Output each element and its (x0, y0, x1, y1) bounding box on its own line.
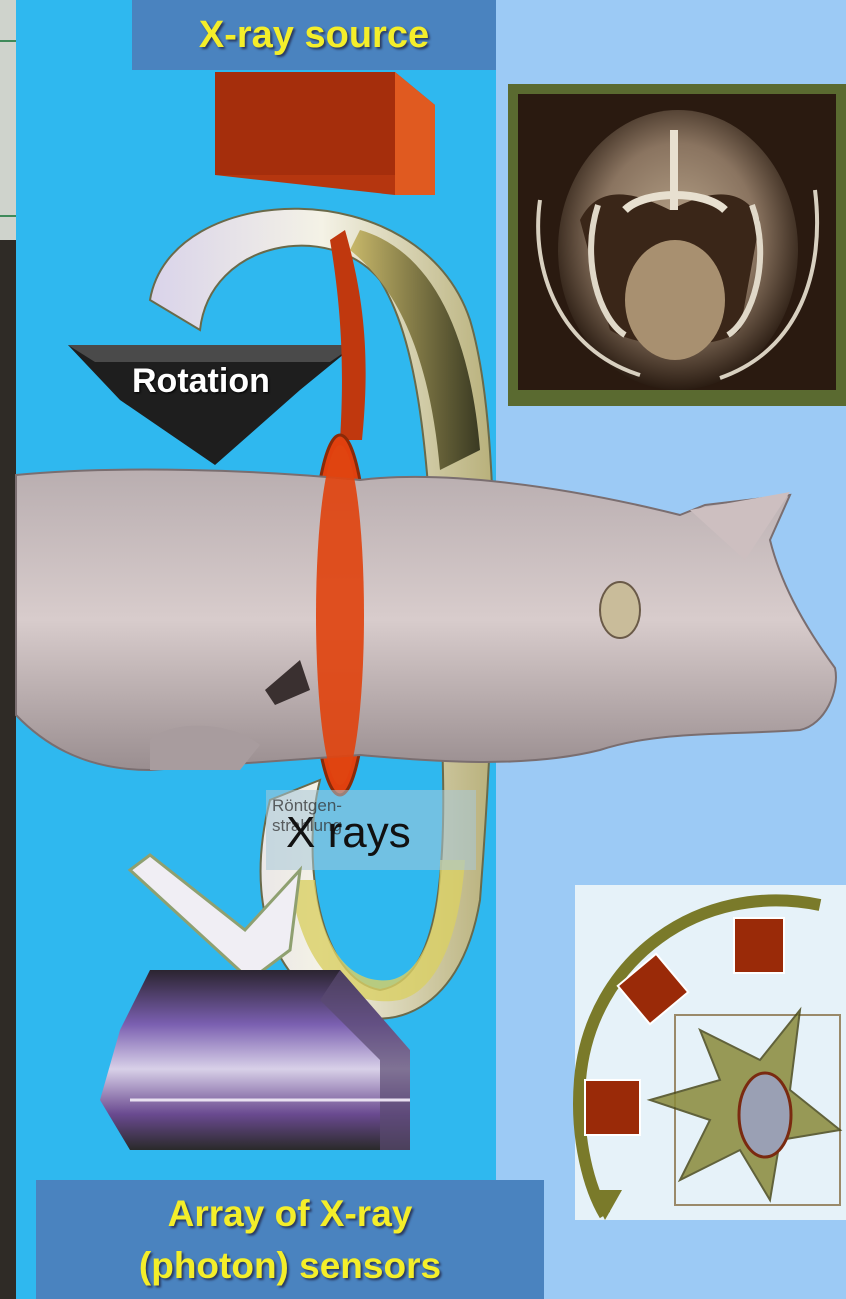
rotation-label: Rotation (132, 362, 270, 401)
xray-source-block (215, 72, 435, 195)
xray-source-text: X-ray source (199, 14, 429, 57)
xrays-label: X rays (286, 808, 411, 858)
sensor-array-label: Array of X-ray (photon) sensors (36, 1180, 544, 1299)
pig-subject (16, 470, 836, 770)
scanner-schematic (575, 885, 846, 1220)
sensor-array (100, 970, 410, 1150)
xray-source-label: X-ray source (132, 0, 496, 70)
xray-beam-front (316, 445, 364, 785)
sensor-array-text-line2: (photon) sensors (139, 1240, 441, 1292)
ct-scan-image (508, 84, 846, 406)
sensor-array-text-line1: Array of X-ray (168, 1188, 413, 1240)
